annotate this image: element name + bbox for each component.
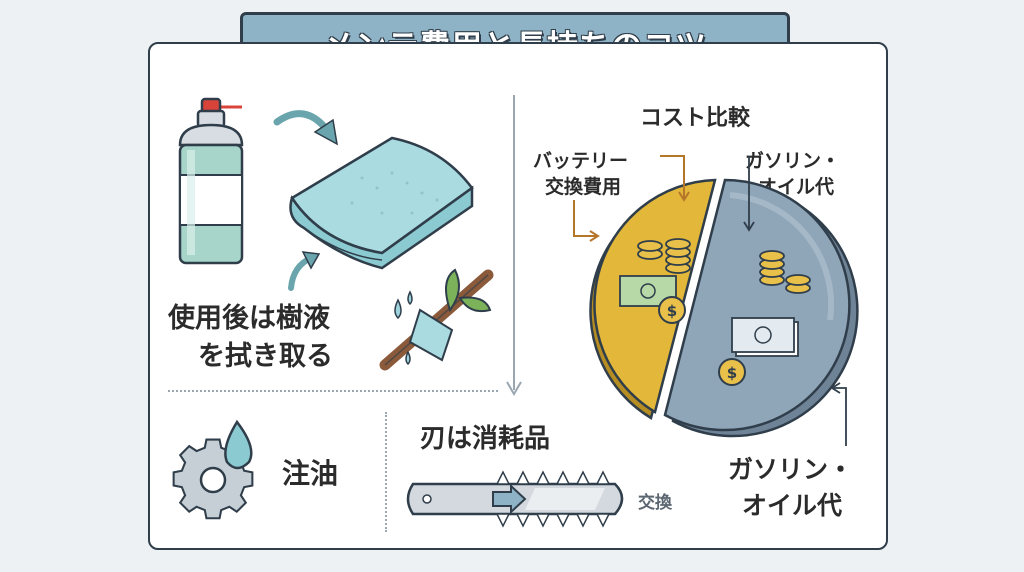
branch-sap-icon [379, 268, 494, 371]
gas-top-label-line1: ガソリン・ [745, 150, 841, 172]
cost-pie-chart: $ $ [589, 178, 859, 438]
battery-pointer-arrow [573, 155, 690, 242]
cost-title: コスト比較 [640, 106, 751, 131]
divider-horizontal [168, 390, 498, 392]
divider-vertical-small [385, 412, 387, 532]
gas-bottom-label-line2: オイル代 [742, 491, 843, 520]
battery-label-line1: バッテリー [533, 150, 629, 172]
chain-blade-icon [406, 470, 624, 528]
towel-icon [289, 136, 474, 270]
svg-text:$: $ [727, 364, 737, 382]
blade-swap-label: 交換 [638, 493, 672, 513]
blade-title: 刃は消耗品 [420, 424, 551, 454]
oil-label: 注油 [282, 457, 339, 490]
gas-top-pointer-arrow [743, 156, 755, 232]
gas-bottom-label-line1: ガソリン・ [728, 455, 854, 484]
divider-arrow [506, 95, 522, 396]
clean-text-line2: を拭き取る [198, 341, 333, 372]
gas-bottom-pointer-arrow [830, 382, 847, 446]
clean-text-line1: 使用後は樹液 [168, 303, 330, 334]
curved-arrow-icon [273, 110, 338, 146]
up-arrow-icon [288, 251, 321, 291]
gear-oil-icon [172, 419, 254, 520]
spray-can-icon [178, 97, 244, 265]
battery-label-line2: 交換費用 [545, 176, 622, 198]
svg-text:$: $ [667, 302, 677, 320]
